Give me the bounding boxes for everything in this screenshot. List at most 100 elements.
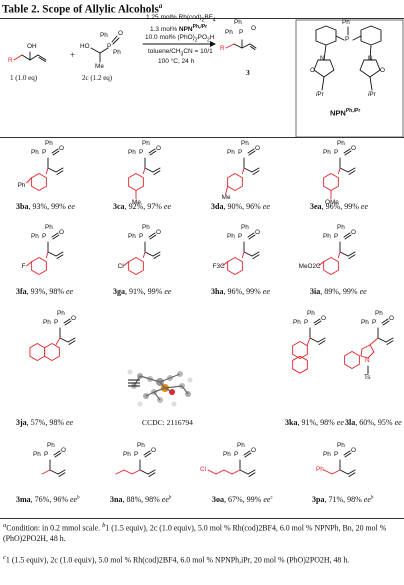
- alkyl-bond: [215, 469, 225, 475]
- p-o-bond: [344, 234, 352, 240]
- p-o-bond: [343, 232, 351, 238]
- ph-label: Ph: [337, 140, 345, 147]
- product-caption: 3na, 88%, 98% eeb: [110, 495, 172, 504]
- o-label: O: [321, 315, 326, 322]
- ph-label: Ph: [323, 149, 331, 156]
- p-label: P: [304, 319, 309, 326]
- aryl-ring: [29, 343, 46, 361]
- p-o-bond: [248, 234, 256, 240]
- vinyl-bond: [348, 254, 356, 259]
- condition-catalyst: 1.25 mol% Rh(cod)2BF4: [146, 14, 216, 24]
- p-o-bond: [314, 320, 322, 326]
- p-o-bond: [149, 234, 157, 240]
- ph-label: Ph: [337, 442, 345, 449]
- p-o-bond: [247, 148, 255, 154]
- vinyl-bond: [377, 337, 387, 343]
- product-caption: 3oa, 67%, 99% eec: [212, 495, 273, 504]
- r-label: R: [8, 57, 13, 64]
- vinyl-bond: [47, 251, 57, 257]
- p-o-bond: [343, 450, 351, 456]
- vinyl-bond: [386, 340, 394, 345]
- p-o-bond: [344, 150, 352, 156]
- product-caption: 3pa, 71%, 98% eeb: [312, 495, 374, 504]
- vinyl-bond: [348, 170, 356, 175]
- vinyl-bond: [55, 251, 64, 257]
- alkyl-bond: [207, 469, 217, 475]
- aryl-bond: [337, 251, 341, 258]
- reagent1-label: 1 (1.0 eq): [10, 74, 38, 82]
- table-title: Table 2. Scope of Allylic Alcoholsa: [2, 2, 163, 16]
- vinyl-bond: [252, 170, 260, 175]
- ph-label: Ph: [293, 319, 301, 326]
- vinyl-bond: [348, 472, 356, 477]
- p-label: P: [42, 149, 47, 156]
- o-label: O: [255, 229, 260, 236]
- product-caption: 3ba, 93%, 99% ee: [16, 202, 75, 211]
- ligand-structure: [313, 25, 382, 91]
- p-label: P: [238, 149, 243, 156]
- o-label: O: [380, 67, 385, 74]
- ph-label: Ph: [307, 310, 315, 317]
- vinyl-bond: [248, 472, 256, 477]
- substituent-bond: [225, 185, 229, 195]
- aryl-bond: [142, 251, 146, 258]
- o-label: O: [389, 315, 394, 322]
- vinyl-bond: [55, 167, 64, 173]
- ph-label: Ph: [31, 149, 39, 156]
- product-label: 3: [246, 68, 250, 77]
- ph-label: Ph: [227, 149, 235, 156]
- p-label: P: [345, 36, 350, 43]
- p-label: P: [372, 319, 377, 326]
- substituent-label: Cl: [200, 466, 207, 473]
- vinyl-bond: [239, 469, 249, 475]
- ph-label: Ph: [323, 233, 331, 240]
- vinyl-bond: [247, 469, 256, 475]
- aryl-bond: [241, 167, 245, 174]
- p-o-bond: [53, 450, 61, 456]
- allylic-alcohol-structure: [13, 51, 47, 62]
- product-caption: 3ia, 89%, 99% ee: [310, 287, 367, 296]
- product-caption: 3ma, 76%, 96% eeb: [16, 495, 80, 504]
- o-label: O: [351, 145, 356, 152]
- ipr-label: iPr: [368, 91, 376, 98]
- p-label: P: [107, 43, 112, 50]
- vinyl-bond: [67, 337, 76, 343]
- substituent-label: F3C: [212, 262, 225, 270]
- p-o-bond: [313, 318, 321, 324]
- aryl-bond: [55, 337, 61, 346]
- vinyl-bond: [56, 170, 64, 175]
- o-label: O: [151, 447, 156, 454]
- ph-label: Ph: [100, 32, 108, 39]
- alkyl-bond: [115, 469, 125, 475]
- o-label: O: [251, 447, 256, 454]
- ph-label: Ph: [225, 29, 233, 36]
- product-caption: 3la, 60%, 95% ee: [345, 418, 402, 427]
- vinyl-bond: [139, 469, 149, 475]
- p-o-bond: [244, 452, 252, 458]
- ts-label: Ts: [364, 374, 371, 381]
- p-o-bond: [143, 450, 151, 456]
- vinyl-bond: [318, 340, 326, 345]
- alkyl-bond: [123, 469, 133, 475]
- p-label: P: [334, 451, 339, 458]
- ph-label: Ph: [361, 319, 369, 326]
- alkyl-bond: [131, 469, 141, 475]
- ph-label: Ph: [375, 310, 383, 317]
- scheme-rule: [0, 137, 404, 138]
- ccdc-label: CCDC: 2116794: [142, 418, 193, 427]
- substituent-bond: [123, 261, 130, 267]
- indole-ring: [360, 344, 375, 359]
- substituent-label: F: [21, 262, 26, 270]
- aryl-ring: [292, 355, 308, 374]
- vinyl-bond: [49, 469, 59, 475]
- oh-label: OH: [27, 43, 37, 50]
- p-label: P: [234, 451, 239, 458]
- ho-label: HO: [80, 43, 90, 50]
- p-o-bond: [243, 450, 251, 456]
- aryl-bond: [45, 251, 49, 258]
- vinyl-bond: [347, 469, 356, 475]
- vinyl-bond: [243, 167, 253, 173]
- substituent-label: OMe: [325, 198, 339, 206]
- p-o-bond: [148, 232, 156, 238]
